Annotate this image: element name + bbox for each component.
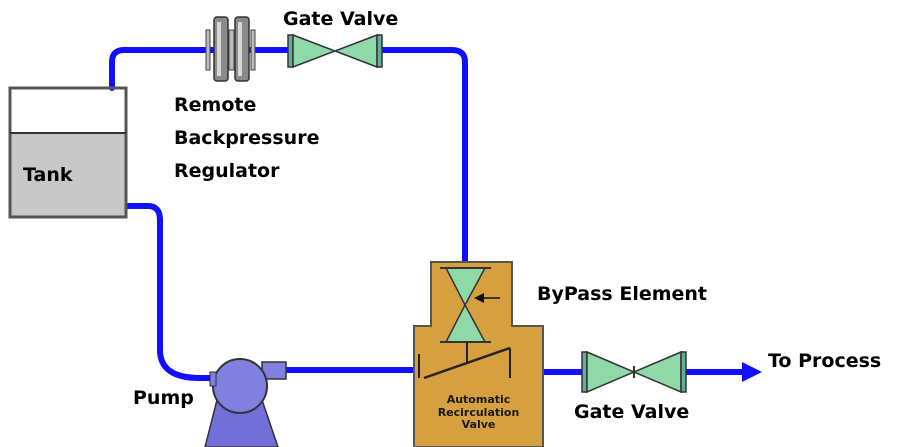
- gate-valve-bottom-label: Gate Valve: [574, 401, 690, 423]
- regulator-icon: [205, 16, 256, 82]
- arv-label-line-3: Valve: [461, 418, 496, 432]
- arv-body: [413, 261, 544, 447]
- arv-label: Automatic Recirculation Valve: [414, 393, 543, 432]
- gate-valve-top-icon: [287, 33, 383, 69]
- tank-body: [8, 86, 128, 219]
- bypass-element-label: ByPass Element: [537, 283, 708, 305]
- to-process-label: To Process: [768, 350, 882, 372]
- regulator-label-line-1: Remote: [174, 94, 257, 116]
- pipes: [109, 47, 748, 381]
- regulator-label-line-2: Backpressure: [174, 127, 320, 149]
- tank-liquid: [10, 133, 126, 217]
- to-process-arrow-icon: [742, 362, 762, 382]
- tank-label: Tank: [23, 164, 73, 186]
- gate-valve-bottom-icon: [581, 350, 687, 394]
- pump-icon: [204, 358, 287, 447]
- pump-label: Pump: [133, 387, 194, 409]
- arv-label-line-2: Recirculation: [437, 405, 520, 419]
- tank: [8, 86, 128, 219]
- pipe-tank-to-regulator: [109, 47, 217, 91]
- gate-valve-top-label: Gate Valve: [283, 8, 399, 30]
- arv-label-line-1: Automatic: [446, 393, 511, 406]
- regulator-label-line-3: Regulator: [174, 160, 280, 182]
- pipe-tank-to-pump: [125, 203, 215, 381]
- pipe-gate-valve-to-arv: [377, 47, 468, 265]
- arv-icon: [413, 261, 544, 447]
